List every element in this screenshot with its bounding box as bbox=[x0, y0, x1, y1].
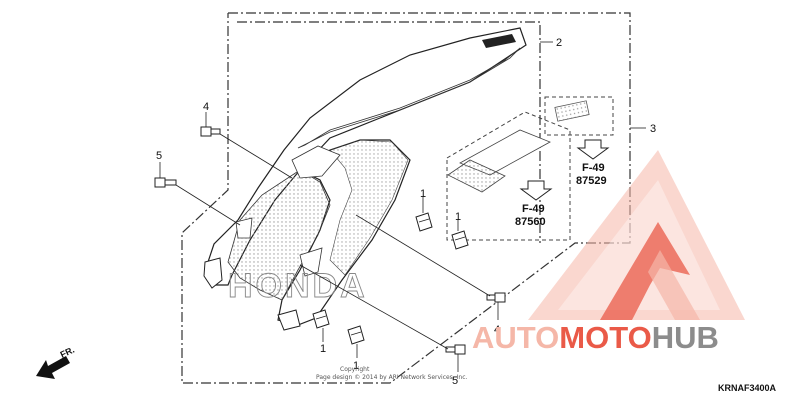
copyright-line1: Copyright bbox=[340, 366, 370, 373]
callout-1a: 1 bbox=[420, 188, 426, 200]
ref1-number: 87529 bbox=[576, 175, 607, 187]
callout-1c: 1 bbox=[320, 343, 326, 355]
front-direction-arrow-icon bbox=[36, 356, 70, 379]
callout-5-lower: 5 bbox=[452, 375, 458, 387]
callout-4-lower: 4 bbox=[494, 324, 500, 336]
leader-lines bbox=[159, 41, 646, 372]
ref1-section: F-49 bbox=[582, 162, 605, 174]
callout-5-upper: 5 bbox=[156, 150, 162, 162]
watermark-word-moto: MOTO bbox=[559, 320, 651, 355]
ref-arrow-1 bbox=[576, 139, 610, 160]
assembly-boundary bbox=[181, 12, 631, 384]
front-label: FR. bbox=[59, 345, 76, 360]
decal-box bbox=[446, 96, 614, 241]
copyright-line2: Page design © 2014 by ARI Network Servic… bbox=[316, 374, 467, 381]
fender-brand-mark: HONDA bbox=[228, 267, 368, 305]
clip-nut-2 bbox=[451, 230, 469, 250]
bolt-4-lower bbox=[486, 292, 506, 303]
watermark-logo-icon bbox=[528, 150, 745, 320]
bolt-5-lower bbox=[445, 344, 466, 355]
callout-4-upper: 4 bbox=[203, 101, 209, 113]
watermark-word-hub: HUB bbox=[652, 320, 719, 355]
callout-3: 3 bbox=[650, 123, 656, 135]
clip-nut-1 bbox=[415, 212, 433, 232]
clip-nut-3 bbox=[312, 309, 330, 329]
callout-2: 2 bbox=[556, 37, 562, 49]
diagram-code: KRNAF3400A bbox=[718, 383, 777, 393]
ref2-section: F-49 bbox=[522, 203, 545, 215]
ref2-number: 87560 bbox=[515, 216, 546, 228]
callout-1b: 1 bbox=[455, 211, 461, 223]
bolt-5-upper bbox=[154, 177, 177, 188]
bolt-4-upper bbox=[200, 126, 221, 137]
watermark-text: AUTOMOTOHUB bbox=[472, 320, 719, 355]
callout-1d: 1 bbox=[353, 360, 359, 372]
ref-arrow-2 bbox=[519, 180, 553, 201]
decal-small bbox=[554, 100, 590, 122]
decal-large bbox=[447, 129, 551, 193]
clip-nut-4 bbox=[347, 325, 365, 345]
watermark-word-auto: AUTO bbox=[472, 320, 559, 355]
